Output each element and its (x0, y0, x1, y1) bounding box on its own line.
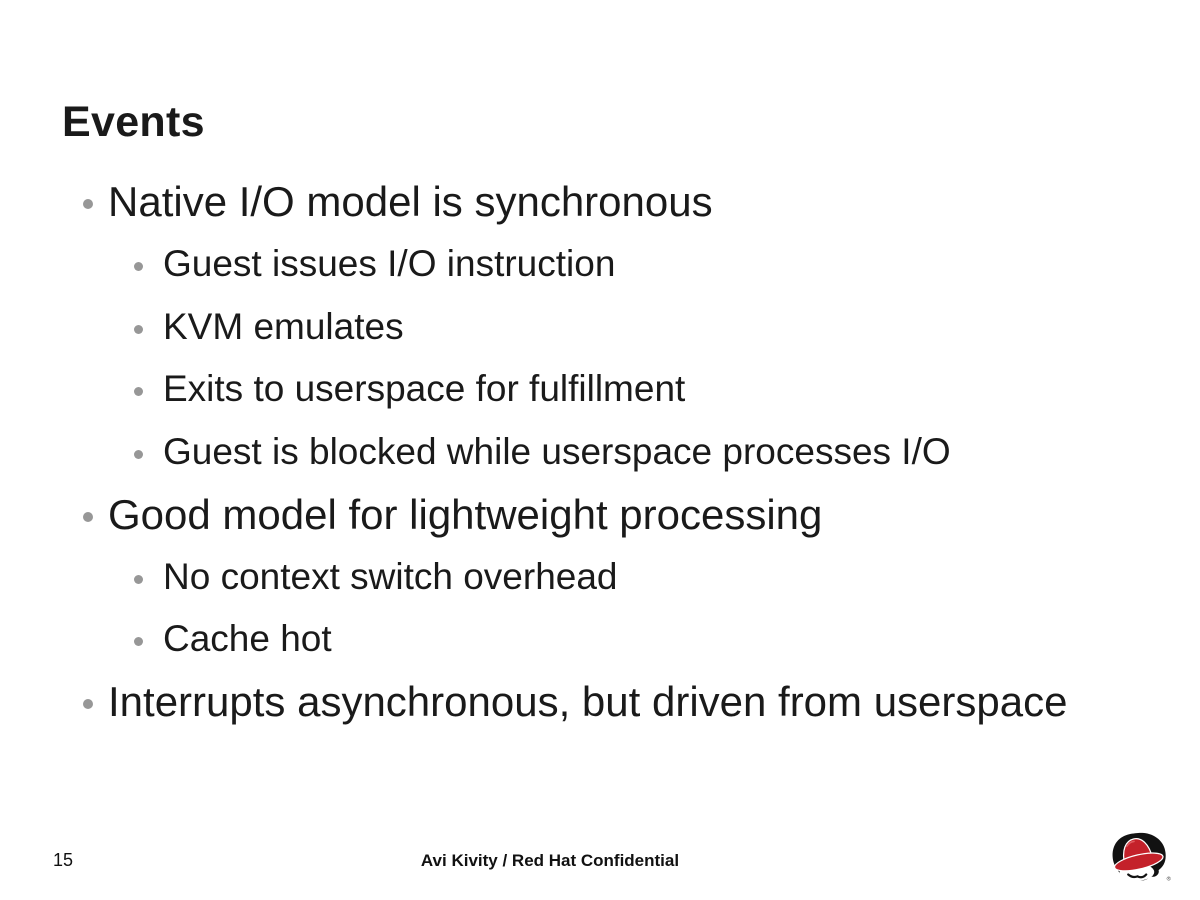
bullet-icon (83, 699, 93, 710)
bullet-icon (83, 511, 93, 522)
bullet-icon (83, 199, 93, 210)
bullet-text: Native I/O model is synchronous (108, 178, 713, 226)
bullet-text: Exits to userspace for fulfillment (163, 368, 686, 410)
bullet-text: Cache hot (163, 618, 332, 660)
footer-credit: Avi Kivity / Red Hat Confidential (420, 851, 680, 870)
bullet-icon (134, 387, 143, 397)
bullet-item: Guest is blocked while userspace process… (0, 421, 1200, 484)
bullet-item: Guest issues I/O instruction (0, 234, 1200, 297)
bullet-text: Guest is blocked while userspace process… (163, 430, 951, 472)
bullet-item: KVM emulates (0, 296, 1200, 359)
bullet-item: No context switch overhead (0, 546, 1200, 609)
redhat-shadowman-logo-icon: ® (1112, 832, 1171, 883)
bullet-item: Cache hot (0, 609, 1200, 672)
slide-title: Events (62, 97, 205, 146)
registered-mark: ® (1167, 876, 1171, 883)
bullet-icon (134, 324, 143, 334)
bullet-icon (134, 637, 143, 647)
bullet-list: Native I/O model is synchronous Guest is… (0, 171, 1200, 734)
bullet-item: Interrupts asynchronous, but driven from… (0, 671, 1200, 734)
bullet-text: Interrupts asynchronous, but driven from… (108, 678, 1068, 726)
bullet-icon (134, 262, 143, 272)
bullet-text: Good model for lightweight processing (108, 490, 823, 538)
bullet-text: KVM emulates (163, 305, 404, 347)
bullet-item: Exits to userspace for fulfillment (0, 359, 1200, 422)
bullet-item: Native I/O model is synchronous (0, 171, 1200, 234)
page-number: 15 (53, 850, 74, 870)
bullet-icon (134, 449, 143, 459)
bullet-item: Good model for lightweight processing (0, 484, 1200, 547)
bullet-text: No context switch overhead (163, 555, 618, 597)
bullet-text: Guest issues I/O instruction (163, 243, 616, 285)
bullet-icon (134, 574, 143, 584)
